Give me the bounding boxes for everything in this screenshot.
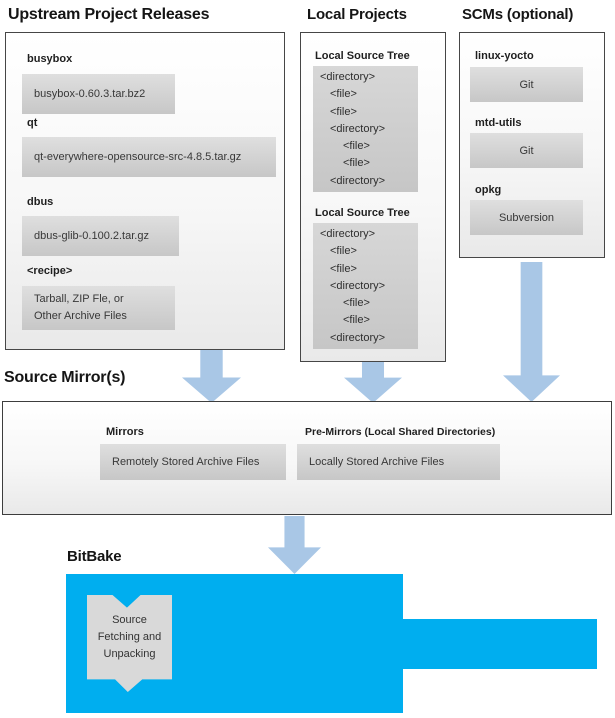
tree-line: <file>	[330, 105, 357, 118]
tree-line: <directory>	[320, 71, 376, 83]
tree-line: <directory>	[320, 228, 376, 240]
tree-line: <file>	[330, 262, 357, 275]
upstream-item-label: qt	[27, 117, 38, 129]
source-fetching-ribbon: Source Fetching and Unpacking	[87, 595, 172, 692]
local-source-tree-label: Local Source Tree	[315, 50, 410, 62]
scm-item-label: linux-yocto	[475, 50, 534, 62]
tree-line: <file>	[330, 88, 357, 101]
local-source-tree-label: Local Source Tree	[315, 207, 410, 219]
tarball-box: qt-everywhere-opensource-src-4.8.5.tar.g…	[22, 137, 276, 177]
local-source-tree-box: <directory> <file> <file> <directory> <f…	[313, 66, 418, 192]
upstream-item-label: <recipe>	[27, 265, 73, 277]
scm-tool-box: Git	[470, 67, 583, 102]
mirrors-box: Remotely Stored Archive Files	[100, 444, 286, 480]
scm-item-label: mtd-utils	[475, 117, 522, 129]
upstream-item-label: dbus	[27, 196, 54, 208]
tree-line: <directory>	[330, 174, 386, 187]
mirrors-label: Mirrors	[106, 426, 144, 438]
down-arrow-icon-local	[344, 362, 402, 403]
down-arrow-icon-upstream	[182, 350, 241, 403]
tarball-box-line: Tarball, ZIP Fle, or	[34, 293, 124, 305]
down-arrow-icon-mirrors	[268, 516, 321, 574]
source-mirrors-title: Source Mirror(s)	[4, 369, 126, 386]
tree-line: <directory>	[330, 331, 386, 344]
scm-tool-box: Git	[470, 133, 583, 168]
bitbake-title: BitBake	[67, 548, 122, 565]
tree-line: <directory>	[330, 279, 386, 292]
upstream-item-label: busybox	[27, 53, 73, 65]
tarball-box: dbus-glib-0.100.2.tar.gz	[22, 216, 179, 256]
tree-line: <file>	[343, 314, 370, 327]
down-arrow-icon-scms	[503, 262, 560, 402]
scm-tool-box: Subversion	[470, 200, 583, 235]
tree-line: <directory>	[330, 122, 386, 135]
tarball-box-line: Other Archive Files	[34, 310, 127, 322]
ribbon-line: Source	[112, 614, 147, 626]
local-source-tree-box: <directory> <file> <file> <directory> <f…	[313, 223, 418, 349]
local-projects-title: Local Projects	[307, 6, 407, 23]
tree-line: <file>	[343, 157, 370, 170]
tree-line: <file>	[343, 297, 370, 310]
tarball-box: Tarball, ZIP Fle, or Other Archive Files	[22, 286, 175, 330]
scms-title: SCMs (optional)	[462, 6, 574, 23]
tree-line: <file>	[343, 140, 370, 153]
bitbake-arm-rect	[402, 619, 597, 669]
tree-line: <file>	[330, 245, 357, 258]
pre-mirrors-label: Pre-Mirrors (Local Shared Directories)	[305, 426, 496, 438]
pre-mirrors-box: Locally Stored Archive Files	[297, 444, 500, 480]
scm-item-label: opkg	[475, 184, 502, 196]
ribbon-line: Fetching and	[97, 631, 162, 643]
ribbon-line: Unpacking	[103, 648, 156, 660]
upstream-title: Upstream Project Releases	[8, 6, 210, 23]
tarball-box: busybox-0.60.3.tar.bz2	[22, 74, 175, 114]
